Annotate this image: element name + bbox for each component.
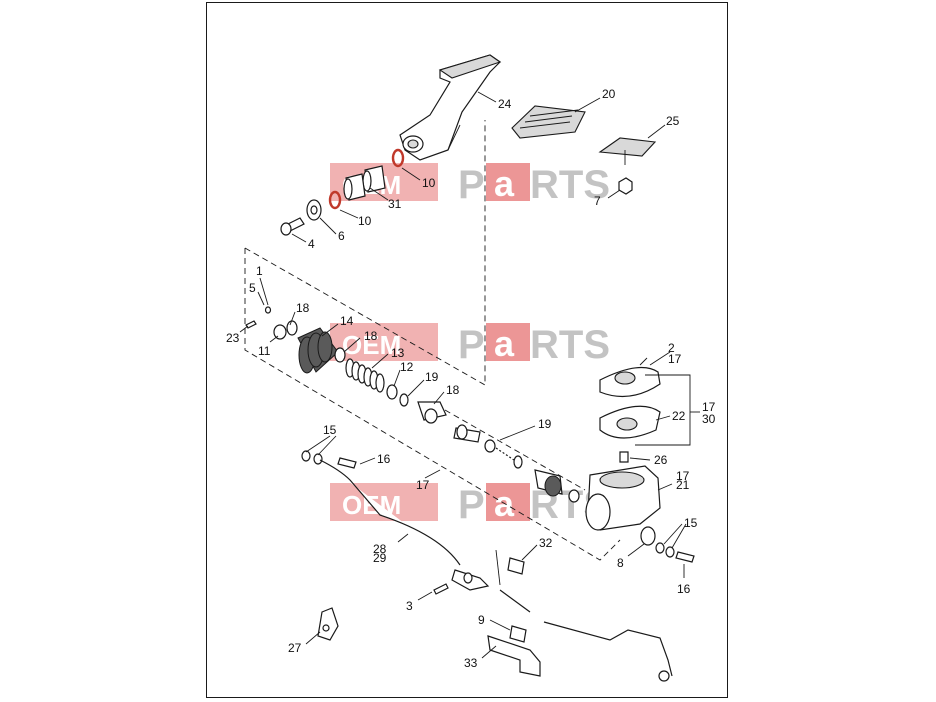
callout-10-lower: 10	[358, 214, 372, 228]
brake-pedal	[399, 54, 502, 161]
callout-22: 22	[672, 409, 686, 423]
spring	[345, 358, 385, 393]
pedal-pad-small	[598, 137, 657, 195]
callout-3: 3	[406, 599, 413, 613]
callout-27: 27	[288, 641, 302, 655]
rubber-boot	[297, 327, 346, 374]
brake-rod	[543, 621, 673, 682]
mounting-bracket-small	[317, 607, 339, 641]
callout-16-b: 16	[677, 582, 691, 596]
svg-text:BIKE: BIKE	[444, 177, 454, 198]
callout-9: 9	[478, 613, 485, 627]
callout-leaders	[239, 91, 700, 659]
svg-text:a: a	[494, 163, 515, 204]
master-cylinder	[585, 465, 661, 531]
callout-25: 25	[666, 114, 680, 128]
clevis-pin-parts	[245, 306, 298, 340]
callout-18-b: 18	[364, 329, 378, 343]
callout-17-b: 17	[702, 400, 716, 414]
svg-text:RTS: RTS	[530, 323, 610, 367]
callout-28: 28	[373, 542, 387, 556]
svg-text:P: P	[458, 483, 485, 527]
assembly-outline	[244, 120, 621, 561]
callout-23: 23	[226, 331, 240, 345]
callout-31: 31	[388, 197, 402, 211]
callout-7: 7	[594, 194, 601, 208]
callout-4: 4	[308, 237, 315, 251]
callout-32: 32	[539, 536, 553, 550]
svg-text:BIKE: BIKE	[444, 497, 454, 518]
callout-21: 21	[676, 478, 690, 492]
callout-11: 11	[258, 344, 271, 358]
callout-19-a: 19	[425, 370, 439, 384]
callout-15-a: 15	[323, 423, 337, 437]
svg-text:RTS: RTS	[530, 163, 610, 207]
banjo-fittings	[640, 526, 695, 563]
washer-and-bolt	[280, 199, 322, 236]
callout-13: 13	[391, 346, 405, 360]
line-clip-and-bracket	[487, 625, 541, 677]
callout-12: 12	[400, 360, 414, 374]
callout-10-upper: 10	[422, 176, 436, 190]
callout-8: 8	[617, 556, 624, 570]
callout-16-a: 16	[377, 452, 391, 466]
callout-20: 20	[602, 87, 616, 101]
callout-17-a: 17	[668, 352, 682, 366]
callout-24: 24	[498, 97, 512, 111]
bushings	[328, 148, 405, 210]
svg-text:BIKE: BIKE	[444, 337, 454, 358]
callout-26: 26	[654, 453, 668, 467]
svg-text:P: P	[458, 163, 485, 207]
callout-numbers: 24 20 25 10 31 10 7 6 4 1 5 18 14 18 23 …	[226, 87, 716, 670]
reservoir-cover	[599, 357, 661, 463]
callout-29: 29	[373, 551, 387, 565]
piston-kit	[453, 424, 580, 503]
callout-14: 14	[340, 314, 354, 328]
callout-1: 1	[256, 264, 263, 278]
svg-text:a: a	[494, 323, 515, 364]
diagram-border	[206, 2, 728, 698]
svg-text:P: P	[458, 323, 485, 367]
callout-5: 5	[249, 281, 256, 295]
brake-hose	[319, 459, 490, 591]
banjo-bolt	[433, 583, 449, 595]
pushrod	[417, 401, 447, 424]
hose-fittings-left	[301, 450, 357, 469]
callout-17-c: 17	[676, 469, 690, 483]
brake-line-clip	[495, 549, 531, 613]
callout-17-d: 17	[416, 478, 430, 492]
callout-30: 30	[702, 412, 716, 426]
callout-15-b: 15	[684, 516, 698, 530]
callout-18-a: 18	[296, 301, 310, 315]
callout-19-b: 19	[538, 417, 552, 431]
retaining-rings	[386, 384, 409, 407]
callout-2: 2	[668, 341, 675, 355]
callout-6: 6	[338, 229, 345, 243]
callout-18-c: 18	[446, 383, 460, 397]
callout-33: 33	[464, 656, 478, 670]
pedal-pad	[511, 105, 586, 139]
